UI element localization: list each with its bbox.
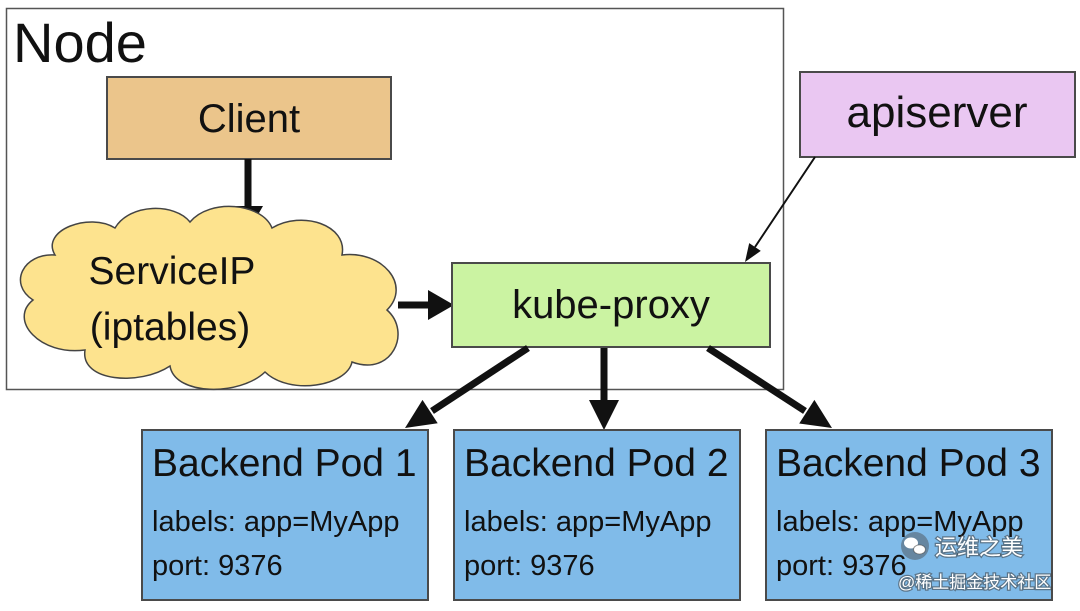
- service-sublabel: (iptables): [90, 306, 250, 349]
- pod-labels: labels: app=MyApp: [464, 506, 711, 538]
- client-label: Client: [198, 97, 300, 141]
- proxy-to-pod2-arrow: [589, 348, 619, 430]
- proxy-to-pod3-arrow: [706, 345, 832, 428]
- watermark: 运维之美 @稀土掘金技术社区: [897, 532, 1053, 593]
- kube-proxy-label: kube-proxy: [512, 283, 710, 327]
- pod-box: [765, 429, 1053, 601]
- pod-title: Backend Pod 2: [464, 442, 729, 485]
- backend-pod-3: Backend Pod 3 labels: app=MyApp port: 93…: [765, 429, 1053, 601]
- proxy-to-pod1-arrow: [405, 345, 530, 428]
- pod-box: [453, 429, 741, 601]
- apiserver-box: [799, 71, 1076, 158]
- pod-box: [141, 429, 429, 601]
- service-to-proxy-arrow: [398, 290, 454, 320]
- apiserver-label: apiserver: [847, 88, 1028, 137]
- backend-pod-1: Backend Pod 1 labels: app=MyApp port: 93…: [141, 429, 429, 601]
- wechat-icon: [901, 532, 929, 560]
- pod-labels: labels: app=MyApp: [776, 506, 1023, 538]
- pod-title: Backend Pod 3: [776, 442, 1041, 485]
- node-label: Node: [13, 11, 147, 74]
- client-box: [106, 76, 392, 160]
- service-cloud: [19, 205, 399, 390]
- pod-labels: labels: app=MyApp: [152, 506, 399, 538]
- apiserver-to-proxy-arrow: [745, 156, 816, 262]
- pod-port: port: 9376: [776, 550, 907, 582]
- service-label: ServiceIP: [89, 250, 256, 293]
- kube-proxy-box: [451, 262, 771, 348]
- backend-pod-2: Backend Pod 2 labels: app=MyApp port: 93…: [453, 429, 741, 601]
- pod-title: Backend Pod 1: [152, 442, 417, 485]
- watermark-account: 运维之美: [935, 535, 1023, 560]
- watermark-source: @稀土掘金技术社区: [898, 573, 1051, 592]
- pod-port: port: 9376: [464, 550, 595, 582]
- pod-port: port: 9376: [152, 550, 283, 582]
